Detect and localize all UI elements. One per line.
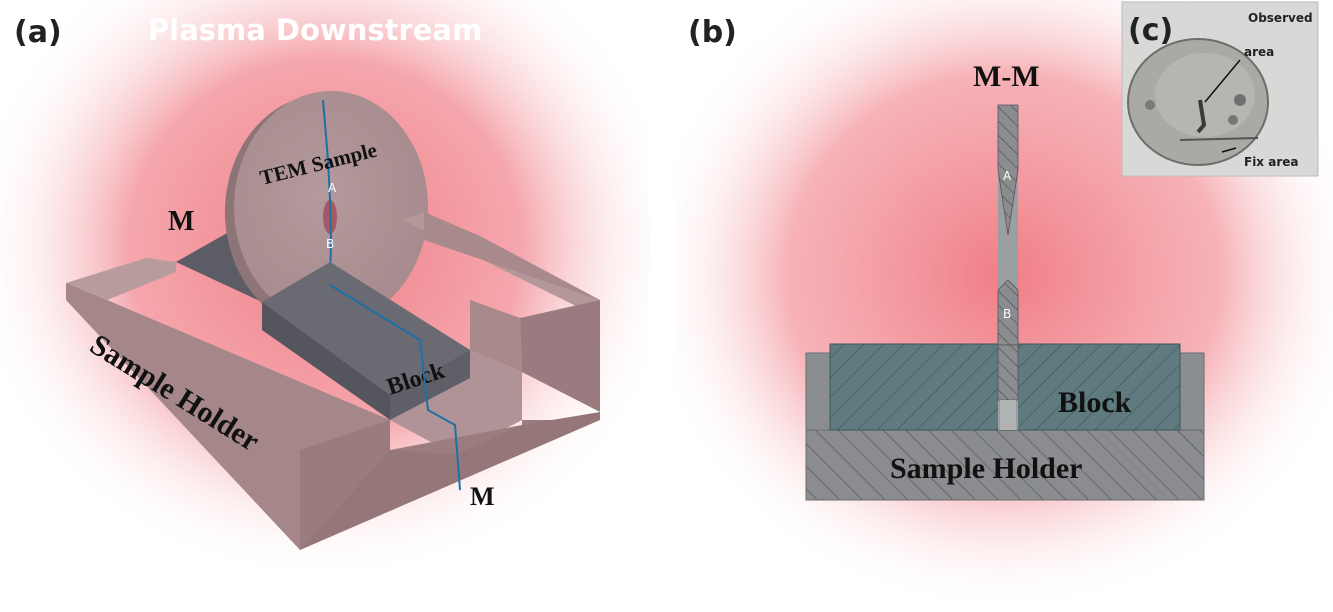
panel-c-label: (c) — [1128, 13, 1173, 48]
panel-a: (a) Plasma Downstream TEM Sample A B — [0, 0, 650, 612]
observed-label-line2: area — [1244, 45, 1274, 59]
point-a-label-b: A — [1003, 169, 1012, 183]
holder-label-b: Sample Holder — [890, 452, 1083, 485]
holder-section — [805, 429, 1205, 501]
observed-pointer — [1204, 59, 1241, 103]
sample-cross-section: A B — [997, 104, 1019, 430]
sample-holder — [66, 212, 600, 550]
inset-crack — [1196, 99, 1207, 134]
panel-b-label: (b) — [688, 15, 737, 50]
holder-section-line — [329, 284, 461, 491]
point-b-label: B — [326, 237, 334, 251]
point-a-label: A — [328, 181, 337, 195]
holder-wall-right — [1179, 352, 1205, 431]
block: Block — [262, 262, 470, 420]
panel-a-label: (a) — [14, 15, 62, 50]
block-label-b: Block — [1058, 386, 1132, 419]
section-title: M-M — [973, 60, 1040, 93]
fix-area-label: Fix area — [1244, 155, 1298, 169]
panel-a-title: Plasma Downstream — [148, 13, 482, 47]
fix-pointer — [1221, 147, 1237, 153]
point-b-label-b: B — [1003, 307, 1011, 321]
section-mark-top: M — [168, 206, 194, 237]
panel-c: (c) Observed area Fix area — [1121, 1, 1319, 177]
holder-wall-left — [805, 352, 831, 431]
tem-sample-disc: TEM Sample A B — [225, 91, 428, 329]
disc-section-line — [322, 99, 333, 286]
section-mark-bottom: M — [470, 482, 495, 511]
observed-label-line1: Observed — [1248, 11, 1313, 25]
